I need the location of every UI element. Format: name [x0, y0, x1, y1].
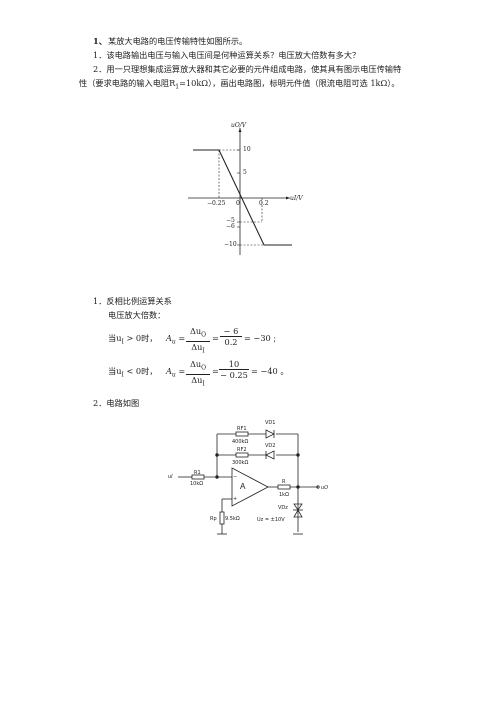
q2-sub: 1 [175, 83, 180, 91]
y-tick-10: 10 [243, 146, 251, 153]
uz-label: Uz = ±10V [257, 517, 285, 523]
y-tick-neg5: −5 [226, 217, 235, 224]
case2-delta-fraction: ΔuO ΔuI [186, 359, 210, 389]
case1-equals: = [212, 333, 219, 343]
r-value: 1kΩ [279, 492, 289, 498]
vd1-diode [265, 429, 275, 439]
opamp-minus: − [233, 474, 238, 480]
zener-bottom [293, 509, 303, 518]
case2-value-fraction: 10 − 0.25 [219, 359, 249, 380]
case1-gain-symbol: Au = [166, 333, 186, 346]
case1-value-fraction: − 6 0.2 [220, 326, 242, 347]
answer-1-title: 1．反相比例运算关系 [93, 296, 172, 306]
case2-result: = −40 。 [251, 366, 289, 376]
case2-equals: = [212, 366, 219, 376]
x-tick-neg025: −0.25 [207, 200, 226, 207]
rf1-value: 400kΩ [232, 439, 249, 445]
answer-2-title: 2．电路如图 [93, 398, 140, 408]
ui-label: uI [168, 474, 173, 480]
r1-value: 10kΩ [190, 481, 204, 487]
y-tick-neg10: −10 [224, 241, 237, 248]
rf2-value: 300kΩ [232, 460, 249, 466]
case2-condition: 当uI < 0时， [108, 366, 158, 379]
r1-label: R1 [194, 470, 201, 476]
answer-1-subtitle: 电压放大倍数： [108, 310, 166, 320]
y-tick-5: 5 [243, 169, 247, 176]
x-axis-label: uI/V [290, 195, 303, 202]
y-tick-neg6: −6 [226, 223, 235, 230]
rf1-label: RF1 [237, 426, 247, 432]
question-2-line2: 性（要求电路的输入电阻R1=10kΩ），画出电路图，标明元件值（限流电阻可选 1… [79, 78, 400, 93]
case1-result: = −30 ; [244, 333, 277, 343]
vd2-diode [265, 450, 275, 460]
opamp-symbol [231, 467, 269, 507]
x-tick-02: 0.2 [259, 200, 269, 207]
problem-number: 1、 [93, 36, 107, 46]
question-2-line1: 2．用一只理想集成运算放大器和其它必要的元件组成电路，使其具有图示电压传输特 [93, 64, 402, 74]
zener-top [293, 503, 303, 511]
uo-label: uO [321, 485, 329, 491]
question-1: 1．该电路输出电压与输入电压间是何种运算关系？电压放大倍数有多大？ [93, 50, 361, 60]
rp-label: Rp [210, 516, 217, 522]
vd2-label: VD2 [265, 443, 276, 449]
y-axis-arrow [238, 128, 242, 132]
vd1-label: VD1 [265, 420, 276, 426]
y-axis-label: uO/V [231, 122, 247, 129]
case1-condition: 当uI > 0时， [108, 333, 158, 346]
vdz-label: VDz [278, 505, 288, 511]
case2-gain-symbol: Au = [166, 366, 186, 379]
x-axis-arrow [286, 196, 290, 200]
q2-tail: =10kΩ），画出电路图，标明元件值（限流电阻可选 1kΩ）。 [179, 78, 400, 88]
rp-resistor [219, 511, 225, 525]
r-label: R [282, 479, 286, 485]
transfer-curve [193, 149, 292, 246]
rf2-label: RF2 [237, 447, 247, 453]
case1-delta-fraction: ΔuO ΔuI [186, 326, 210, 356]
x-tick-0: 0 [236, 200, 240, 207]
rp-value: 9.5kΩ [225, 516, 240, 522]
opamp-plus: + [233, 496, 238, 502]
q2-text: 性（要求电路的输入电阻R [79, 78, 176, 88]
opamp-label: A [240, 482, 246, 491]
problem-statement: 某放大电路的电压传输特性如图所示。 [108, 36, 248, 46]
